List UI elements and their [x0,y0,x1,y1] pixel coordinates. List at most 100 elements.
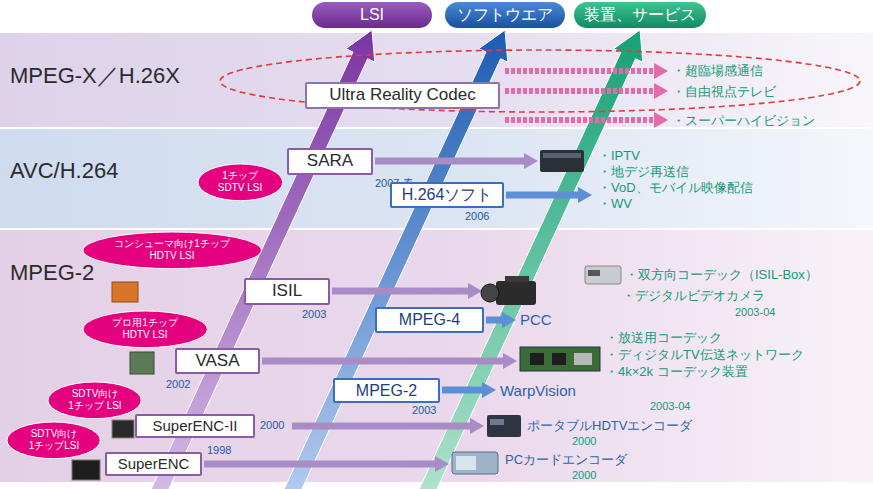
application-label: ・4k×2k コーデック装置 [605,364,748,380]
callout-label: 1チップ SDTV LSI [213,170,267,193]
application-label: 2000 [572,469,596,482]
year-label: 1998 [207,444,231,457]
box-label: SuperENC-II [152,417,237,435]
chip-photo [130,352,154,374]
callout-ellipse-shape [48,382,141,419]
settop-box-photo [543,153,581,158]
board-photo [520,347,600,371]
band-label: MPEG-X／H.26X [10,63,180,89]
application-label: ・地デジ再送信 [598,164,689,180]
callout-ellipse: SDTV向け 1チップLSI [6,421,101,460]
product-box: MPEG-22003 [333,378,440,403]
application-label: ・デジタルビデオカメラ [622,288,765,304]
application-label: ポータブルHDTVエンコーダ [527,418,692,434]
standard-band: Ultra Reality Codec MPEG-X／H.26X [0,33,873,127]
product-box: Ultra Reality Codec [305,82,500,109]
application-label: ・スーパーハイビジョン [672,113,815,129]
callout-ellipse: 1チップ SDTV LSI [197,163,284,202]
callout-ellipse-shape [7,422,100,459]
application-label: 2003-04 [735,306,775,319]
product-box: H.264ソフト2006 [390,182,504,208]
future-arrow [505,68,656,74]
codec-box-photo [588,270,600,276]
product-arrow [506,192,580,199]
callout-ellipse: SDTV向け 1チップ LSI [47,381,142,420]
box-label: SARA [307,151,353,171]
application-label: 2000 [572,435,596,448]
callout-label: コンシューマ向け1チップ HDTV LSI [112,238,232,261]
callout-label: SDTV向け 1チップ LSI [65,388,125,411]
year-label: 2000 [260,419,284,432]
box-label: MPEG-2 [356,381,417,400]
product-box: SuperENC-II2000 [135,414,255,438]
codec-box-photo [585,266,621,284]
box-label: ISIL [272,281,302,301]
board-photo [574,353,592,365]
application-label: ・WV [598,196,632,212]
product-arrow [332,288,470,295]
callout-ellipse-shape [83,232,261,269]
callout-label: プロ用1チップ HDTV LSI [104,317,186,340]
box-label: Ultra Reality Codec [329,85,475,105]
year-label: 2002 [166,378,190,391]
application-label: ・VoD、モバイル映像配信 [598,180,753,196]
product-arrow [486,317,504,324]
future-arrow [505,117,656,123]
chip-photo [112,282,138,302]
box-label: MPEG-4 [399,310,460,329]
product-arrow [292,423,472,430]
header-label: LSI [360,5,384,24]
header-arrow: ソフトウエア [445,2,565,28]
application-label: ・自由視点テレビ [672,84,776,100]
year-label: 2006 [465,210,489,223]
application-label: ・双方向コーデック（ISIL-Box） [625,267,818,283]
product-box: MPEG-4 [375,307,484,333]
box-label: VASA [195,351,239,371]
camera-photo [505,276,529,282]
box-label: H.264ソフト [402,185,493,204]
future-dashed-ellipse [220,50,860,112]
application-label: ・放送用コーデック [605,330,722,346]
callout-ellipse: プロ用1チップ HDTV LSI [82,310,208,349]
encoder-photo [490,419,504,425]
board-photo [530,353,544,365]
callout-ellipse-shape [198,164,283,201]
product-arrow [204,461,437,468]
camera-photo [481,284,499,302]
header-arrow: 装置、サービス [574,2,706,28]
future-arrow [505,88,656,94]
lsi-trend-arrow [148,30,375,489]
header-arrow: LSI [312,2,432,28]
chip-photo [112,420,134,438]
settop-box-photo [540,150,584,172]
band-label: MPEG-2 [10,260,94,286]
application-label: ・ディジタルTV伝送ネットワーク [605,347,804,363]
application-label: WarpVision [500,382,576,400]
application-label: ・IPTV [598,148,640,164]
callout-label: SDTV向け 1チップLSI [24,428,84,451]
product-box: ISIL2003 [244,278,330,305]
encoder-photo [487,415,521,437]
application-label: PCC [520,311,552,329]
box-label: SuperENC [118,455,190,473]
application-label: ・超臨場感通信 [672,63,763,79]
product-arrow [442,387,484,394]
camera-photo [496,281,536,305]
pc-card-photo [456,456,476,470]
product-box: SARA2007 春 [287,148,373,175]
year-label: 2003 [412,404,436,417]
year-label: 2003 [302,308,326,321]
band-label: AVC/H.264 [10,158,118,184]
product-arrow [375,158,526,165]
product-box: VASA2002 [175,348,260,374]
software-trend-arrow [281,30,508,489]
header-label: ソフトウエア [457,5,553,24]
callout-ellipse-shape [83,311,207,348]
pc-card-photo [452,452,498,474]
product-arrow [262,358,505,365]
product-box: SuperENC1998 [105,452,202,476]
chip-photo [72,460,100,480]
header-label: 装置、サービス [584,5,696,24]
board-photo [552,353,566,365]
